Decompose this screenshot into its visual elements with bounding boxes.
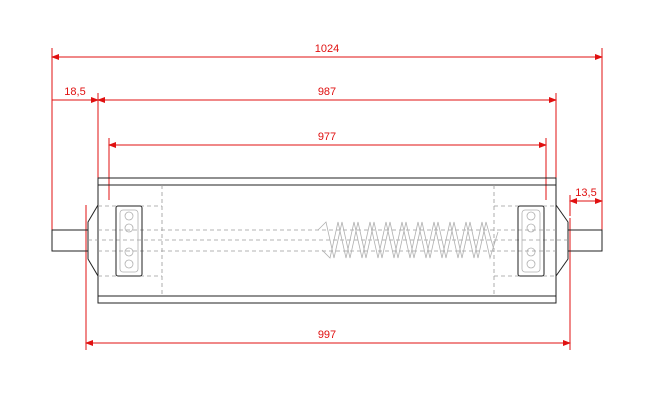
dim-label-987: 987	[318, 86, 336, 98]
spring-coil-front	[317, 221, 495, 259]
left-bearing-race	[119, 209, 139, 273]
right-bearing-housing	[517, 205, 545, 277]
right-bearing	[517, 205, 545, 277]
left-shaft	[51, 229, 89, 252]
left-end-cap	[87, 204, 99, 277]
left-bearing-housing	[115, 205, 143, 277]
right-shaft	[567, 229, 603, 252]
dim-label-overall: 1024	[315, 43, 339, 55]
right-bearing-race	[521, 209, 541, 273]
left-bearing-ball	[124, 259, 134, 269]
dimension-977: 977	[108, 131, 547, 200]
roller-tube	[97, 177, 557, 304]
dim-label-997: 997	[318, 329, 336, 341]
right-bearing-ball	[526, 247, 536, 257]
left-bearing-ball	[124, 223, 134, 233]
right-bearing-ball	[526, 223, 536, 233]
left-bearing-ball	[124, 247, 134, 257]
right-bearing-ball	[526, 211, 536, 221]
dimension-997: 997	[85, 205, 571, 350]
dim-label-right-offset: 13,5	[575, 187, 596, 199]
left-bearing-ball	[124, 211, 134, 221]
right-bearing-ball	[526, 259, 536, 269]
roller-body	[51, 177, 603, 304]
dim-label-977: 977	[318, 131, 336, 143]
spring-coil-back	[321, 221, 499, 260]
right-end-cap	[555, 204, 569, 277]
dimension-right-offset: 13,5	[569, 187, 603, 216]
left-bearing	[115, 205, 143, 277]
dim-label-left-offset: 18,5	[64, 86, 85, 98]
dimension-987: 18,5 987	[52, 86, 557, 200]
spring	[317, 221, 499, 260]
